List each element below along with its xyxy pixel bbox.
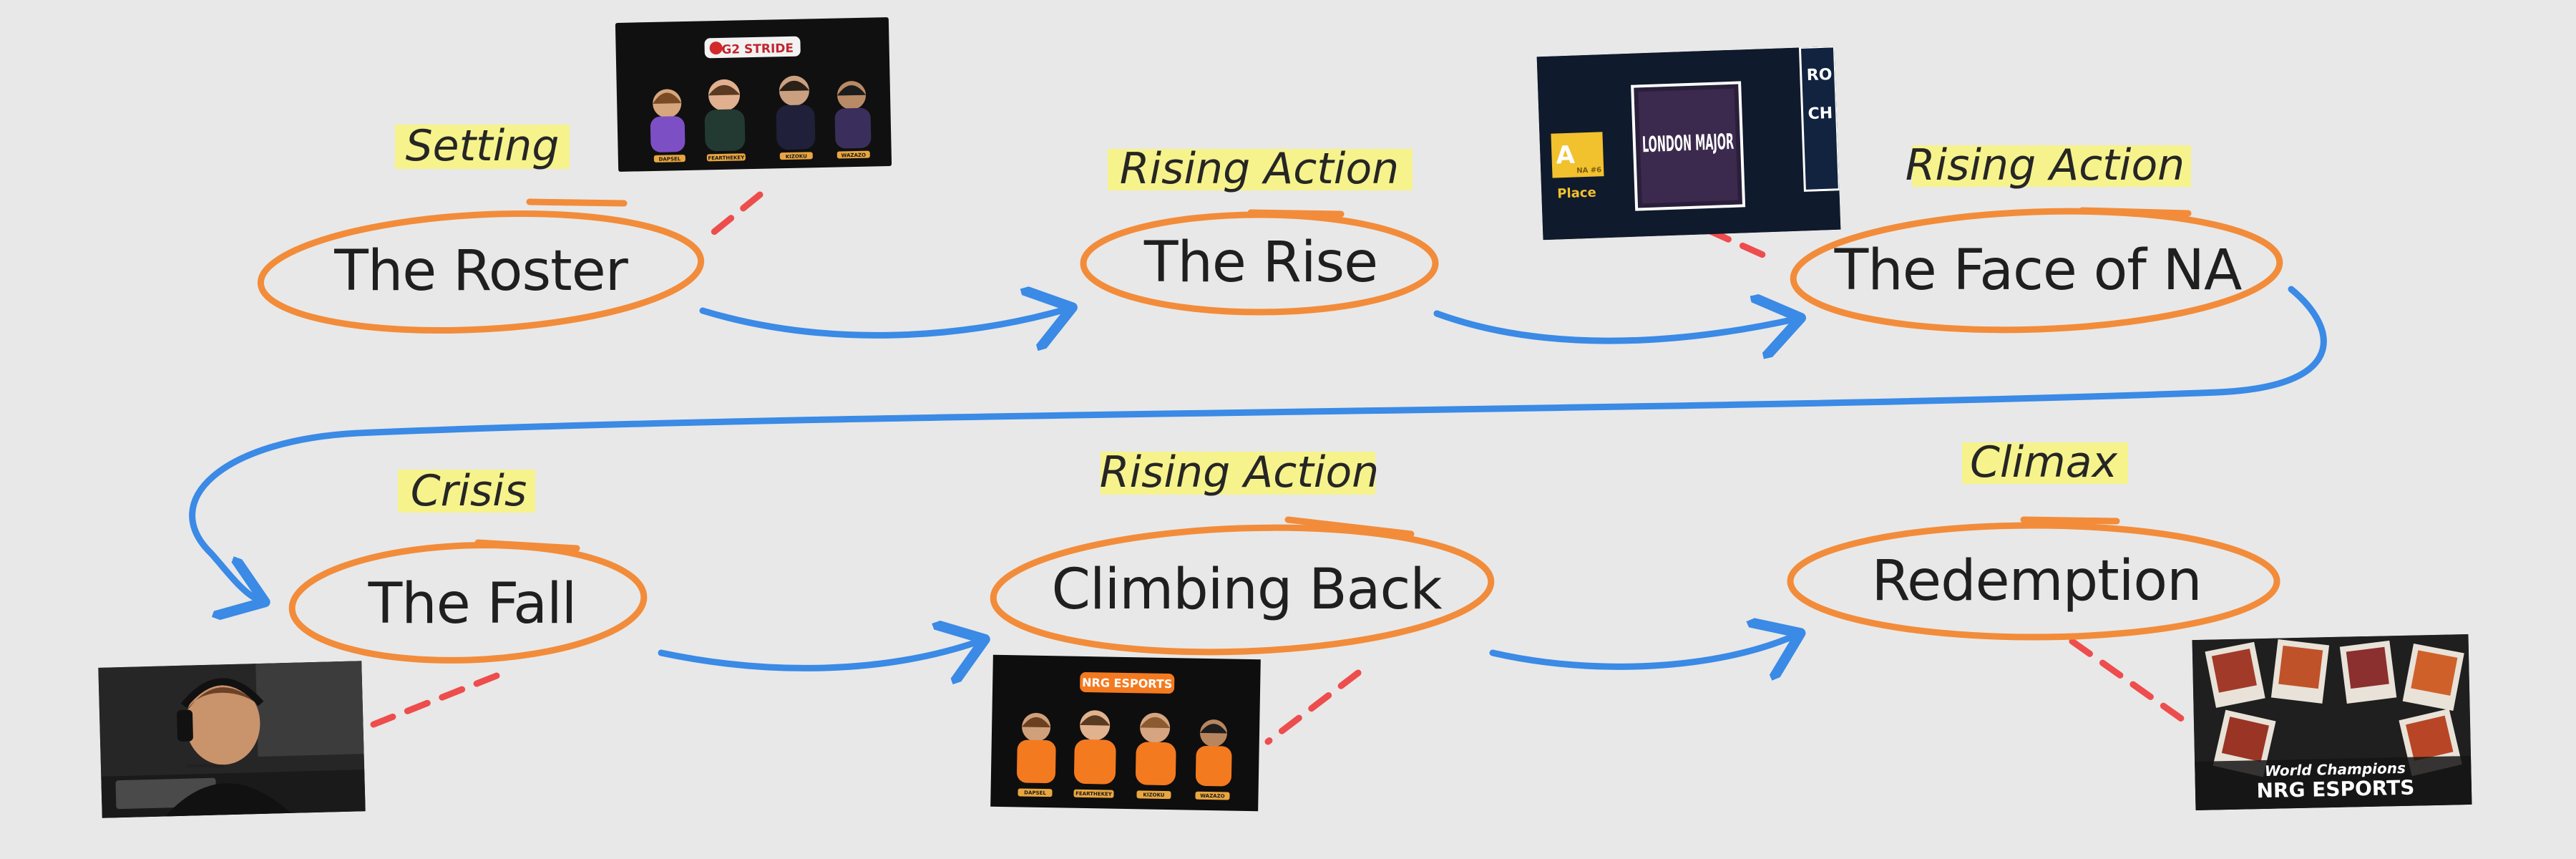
stage-label: Rising Action bbox=[1120, 144, 1399, 194]
image-link-fall bbox=[374, 676, 497, 724]
node-title: The Fall bbox=[368, 572, 577, 636]
image-link-roster bbox=[707, 195, 760, 238]
standing-right-line1: RO bbox=[1806, 66, 1833, 84]
standing-left-text: A bbox=[1556, 141, 1576, 170]
player-name: WAZAZO bbox=[1200, 793, 1225, 800]
roster-photo: G2 STRIDE DAPSEL FEARTHEKEY KIZOK bbox=[615, 17, 892, 172]
climb-banner: NRG ESPORTS bbox=[1082, 676, 1173, 691]
flow-arrow-fall-to-climb bbox=[661, 641, 979, 668]
player-name: KIZOKU bbox=[1143, 792, 1164, 798]
image-link-major bbox=[1709, 230, 1766, 256]
node-title: Redemption bbox=[1871, 549, 2201, 613]
story-node-climbing-back: Rising Action Climbing Back bbox=[991, 447, 1493, 660]
stage-label: Climax bbox=[1970, 437, 2117, 487]
node-title: The Roster bbox=[333, 239, 628, 304]
stage-label: Rising Action bbox=[1100, 447, 1379, 498]
major-photo: A NA #6 Place LONDON MAJOR RO CH bbox=[1537, 47, 1841, 240]
flow-arrow-roster-to-rise bbox=[703, 309, 1066, 335]
stage-label: Setting bbox=[406, 121, 560, 171]
node-title: The Rise bbox=[1143, 230, 1377, 295]
champions-org: NRG ESPORTS bbox=[2256, 776, 2415, 803]
image-link-climb bbox=[1268, 673, 1358, 742]
story-node-rise: Rising Action The Rise bbox=[1083, 144, 1435, 312]
climb-photo: NRG ESPORTS DAPSEL FEARTHEKEY KIZ bbox=[990, 655, 1261, 811]
story-node-redemption: Climax Redemption bbox=[1790, 437, 2277, 637]
stage-label: Crisis bbox=[411, 466, 527, 516]
fall-photo bbox=[98, 661, 365, 818]
player-name: FEARTHEKEY bbox=[1075, 791, 1113, 797]
champions-photo: World Champions NRG ESPORTS bbox=[2192, 634, 2472, 810]
flow-arrow-rise-to-face bbox=[1437, 314, 1795, 341]
stage-label: Rising Action bbox=[1906, 140, 2185, 190]
story-node-face-of-na: Rising Action The Face of NA bbox=[1791, 140, 2281, 338]
player-name: DAPSEL bbox=[1024, 790, 1046, 797]
player-name: DAPSEL bbox=[658, 156, 680, 162]
player-figure bbox=[650, 89, 686, 152]
event-title: LONDON MAJOR bbox=[1641, 130, 1734, 157]
standing-left-sub: NA #6 bbox=[1576, 166, 1601, 175]
flow-arrow-climb-to-redemption bbox=[1493, 636, 1795, 666]
player-name: WAZAZO bbox=[841, 152, 867, 159]
roster-banner: G2 STRIDE bbox=[721, 42, 794, 57]
player-name: FEARTHEKEY bbox=[708, 155, 745, 161]
node-title: The Face of NA bbox=[1834, 238, 2242, 303]
player-name: KIZOKU bbox=[786, 153, 808, 160]
story-node-fall: Crisis The Fall bbox=[290, 466, 645, 666]
standing-place: Place bbox=[1557, 185, 1596, 202]
image-link-champions bbox=[2072, 641, 2182, 719]
node-title: Climbing Back bbox=[1051, 558, 1442, 622]
standing-right-line2: CH bbox=[1807, 105, 1833, 123]
